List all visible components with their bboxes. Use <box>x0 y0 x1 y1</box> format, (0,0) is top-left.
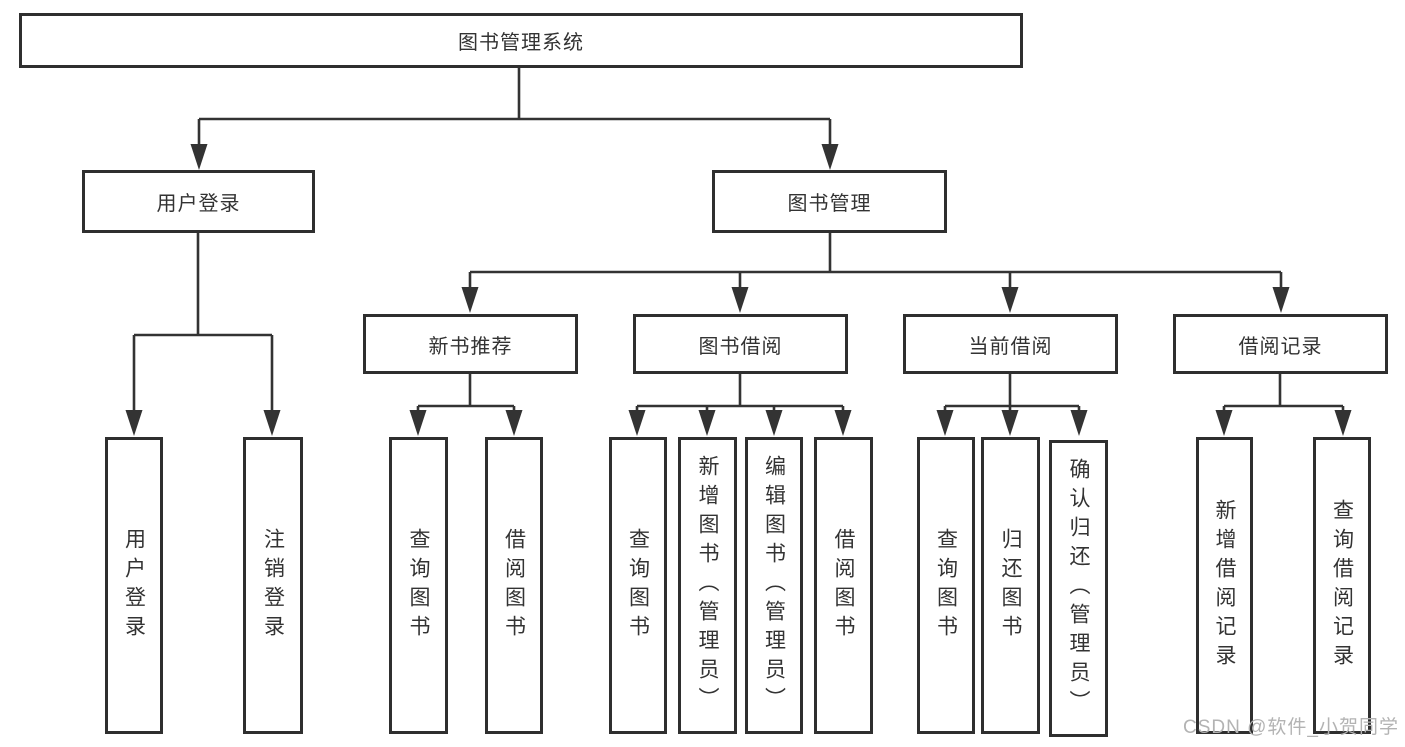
node-user-login: 用户登录 <box>105 437 163 734</box>
arrow-down-icon <box>461 287 479 313</box>
arrow-down-icon <box>409 410 427 436</box>
arrow-down-icon <box>1215 410 1233 436</box>
node-label-query-book-3: 查询图书 <box>934 527 958 644</box>
arrow-down-icon <box>1272 287 1290 313</box>
watermark: CSDN @软件_小贺同学 <box>1183 717 1399 738</box>
arrow-down-icon <box>765 410 783 436</box>
node-label-root: 图书管理系统 <box>458 32 584 54</box>
arrow-down-icon <box>698 410 716 436</box>
arrow-down-icon <box>821 144 839 170</box>
node-label-borrow-records: 借阅记录 <box>1238 335 1323 358</box>
node-label-query-book-1: 查询图书 <box>407 527 430 644</box>
node-logout: 注销登录 <box>243 437 303 734</box>
arrow-down-icon <box>190 144 208 170</box>
node-query-book-1: 查询图书 <box>389 437 448 734</box>
arrow-down-icon <box>731 287 749 313</box>
node-borrow-book-1: 借阅图书 <box>485 437 543 734</box>
node-label-confirm-return-admin: 确认归还（管理员） <box>1067 458 1090 719</box>
node-book-borrow: 图书借阅 <box>633 314 848 374</box>
node-label-book-mgmt: 图书管理 <box>787 193 872 215</box>
arrow-down-icon <box>936 410 954 436</box>
node-borrow-book-2: 借阅图书 <box>814 437 873 734</box>
node-label-add-book-admin: 新增图书（管理员） <box>696 455 719 716</box>
node-add-borrow-record: 新增借阅记录 <box>1196 437 1253 734</box>
arrow-down-icon <box>125 410 143 436</box>
node-root: 图书管理系统 <box>19 13 1023 68</box>
arrow-down-icon <box>1334 410 1352 436</box>
node-label-query-book-2: 查询图书 <box>626 527 650 644</box>
node-label-current-borrow: 当前借阅 <box>968 335 1053 358</box>
node-label-logout: 注销登录 <box>261 527 285 644</box>
arrow-down-icon <box>1001 287 1019 313</box>
node-confirm-return-admin: 确认归还（管理员） <box>1049 440 1108 737</box>
node-label-user-login-group: 用户登录 <box>156 193 241 215</box>
arrow-down-icon <box>505 410 523 436</box>
node-new-book-rec: 新书推荐 <box>363 314 578 374</box>
node-query-borrow-record: 查询借阅记录 <box>1313 437 1371 734</box>
arrow-down-icon <box>628 410 646 436</box>
arrow-down-icon <box>834 410 852 436</box>
node-label-return-book: 归还图书 <box>999 527 1022 644</box>
node-borrow-records: 借阅记录 <box>1173 314 1388 374</box>
arrow-down-icon <box>1001 410 1019 436</box>
node-current-borrow: 当前借阅 <box>903 314 1118 374</box>
node-return-book: 归还图书 <box>981 437 1040 734</box>
node-add-book-admin: 新增图书（管理员） <box>678 437 737 734</box>
node-label-add-borrow-record: 新增借阅记录 <box>1213 498 1236 673</box>
node-label-borrow-book-1: 借阅图书 <box>502 527 526 644</box>
node-query-book-3: 查询图书 <box>917 437 975 734</box>
node-edit-book-admin: 编辑图书（管理员） <box>745 437 803 734</box>
node-label-query-borrow-record: 查询借阅记录 <box>1330 498 1354 673</box>
node-label-book-borrow: 图书借阅 <box>698 335 783 358</box>
node-user-login-group: 用户登录 <box>82 170 315 233</box>
node-label-new-book-rec: 新书推荐 <box>428 335 513 358</box>
arrow-down-icon <box>1070 410 1088 436</box>
node-book-mgmt: 图书管理 <box>712 170 947 233</box>
arrow-down-icon <box>263 410 281 436</box>
node-label-edit-book-admin: 编辑图书（管理员） <box>762 455 786 716</box>
node-query-book-2: 查询图书 <box>609 437 667 734</box>
node-label-user-login: 用户登录 <box>122 527 146 644</box>
node-label-borrow-book-2: 借阅图书 <box>832 527 855 644</box>
